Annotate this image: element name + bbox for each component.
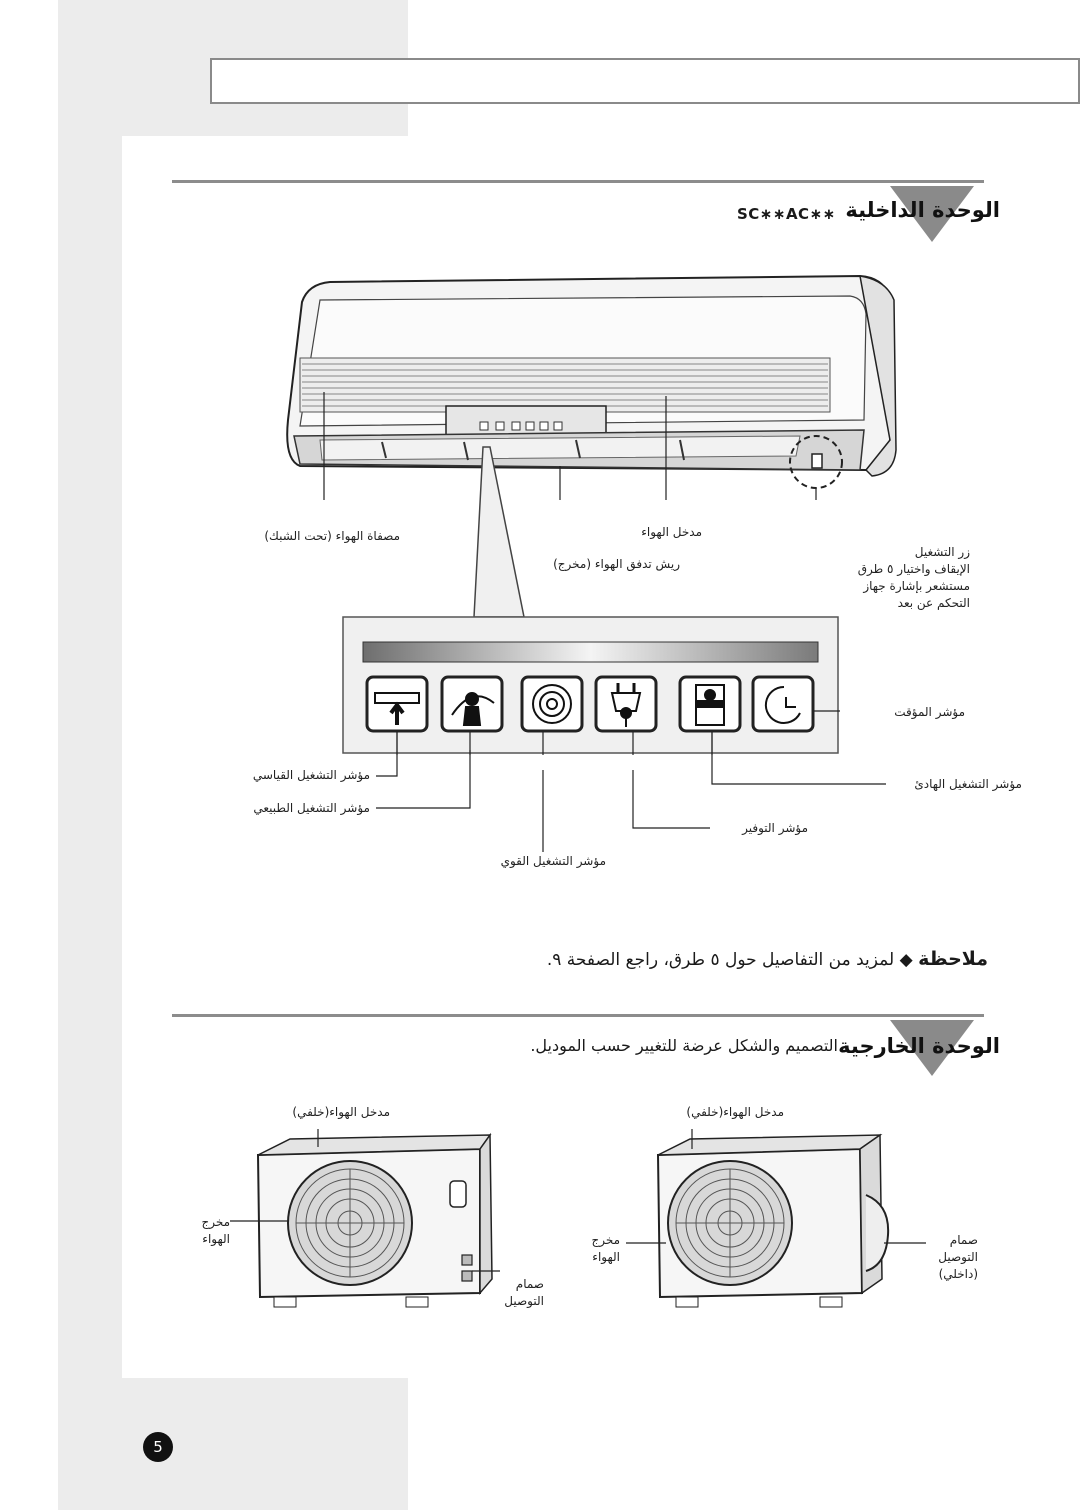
indoor-section-marker <box>890 186 974 242</box>
power-switch-line-3: مستشعر بإشارة جهاز <box>863 579 970 593</box>
label-max-indicator: مؤشر التشغيل القياسي <box>252 768 370 782</box>
label-timer-indicator: مؤشر المؤقت <box>894 705 965 719</box>
label-saving-indicator: مؤشر التوفير <box>742 821 808 835</box>
label-quiet-indicator: مؤشر التشغيل الهادئ <box>914 777 1022 791</box>
label-natural-indicator: مؤشر التشغيل الطبيعي <box>253 801 370 815</box>
indoor-section-title: الوحدة الداخلية <box>845 198 1000 222</box>
note-text: لمزيد من التفاصيل حول ٥ طرق، راجع الصفحة… <box>546 950 895 970</box>
outdoor-subtitle: التصميم والشكل عرضة للتغيير حسب الموديل. <box>530 1036 838 1055</box>
left-air-outlet-label: مخرج الهواء <box>201 1214 230 1248</box>
left-air-outlet-line-1: مخرج <box>201 1215 230 1229</box>
note-line: ملاحظة ◆ لمزيد من التفاصيل حول ٥ طرق، را… <box>547 948 988 970</box>
note-bullet: ◆ <box>899 950 913 970</box>
indoor-model-code: SC∗∗AC∗∗ <box>737 205 836 223</box>
left-valve-label: صمام التوصيل <box>504 1276 544 1310</box>
label-flow-blade: ريش تدفق الهواء (مخرج) <box>553 557 680 571</box>
right-valve-line-2: التوصيل <box>938 1250 978 1264</box>
right-valve-label: صمام التوصيل (داخلي) <box>938 1232 978 1283</box>
right-valve-line-3: (داخلي) <box>938 1267 978 1281</box>
label-strong-indicator: مؤشر التشغيل القوي <box>500 854 606 868</box>
control-panel-callout <box>342 446 840 755</box>
outdoor-section-title: الوحدة الخارجية <box>838 1034 1000 1058</box>
label-air-outlet-grille: مصفاة الهواء (تحت الشبك) <box>264 529 400 543</box>
page-number: 5 <box>143 1432 173 1462</box>
outdoor-section-marker <box>890 1020 974 1076</box>
right-air-inlet-label: مدخل الهواء(خلفي) <box>686 1105 784 1119</box>
right-air-outlet-label: مخرج الهواء <box>591 1232 620 1266</box>
power-switch-line-4: التحكم عن بعد <box>897 596 970 610</box>
indoor-unit-illustration <box>286 274 897 500</box>
left-air-inlet-label: مدخل الهواء(خلفي) <box>292 1105 390 1119</box>
outdoor-section-rule <box>172 1014 984 1017</box>
header-box <box>210 58 1080 104</box>
left-valve-line-1: صمام <box>515 1277 544 1291</box>
indicator-leaders <box>376 730 886 852</box>
power-switch-line-2: الإيقاف واختيار ٥ طرق <box>857 562 970 576</box>
left-air-outlet-line-2: الهواء <box>202 1232 230 1246</box>
left-valve-line-2: التوصيل <box>504 1294 544 1308</box>
indoor-section-rule <box>172 180 984 183</box>
right-air-outlet-line-2: الهواء <box>592 1250 620 1264</box>
outdoor-unit-right-illustration <box>626 1129 926 1308</box>
power-switch-line-1: زر التشغيل <box>914 545 970 559</box>
outdoor-unit-left-illustration <box>230 1129 500 1308</box>
label-air-inlet: مدخل الهواء <box>641 525 702 539</box>
right-air-outlet-line-1: مخرج <box>591 1233 620 1247</box>
note-label: ملاحظة <box>918 948 988 970</box>
label-power-switch: زر التشغيل الإيقاف واختيار ٥ طرق مستشعر … <box>770 544 970 612</box>
right-valve-line-1: صمام <box>949 1233 978 1247</box>
